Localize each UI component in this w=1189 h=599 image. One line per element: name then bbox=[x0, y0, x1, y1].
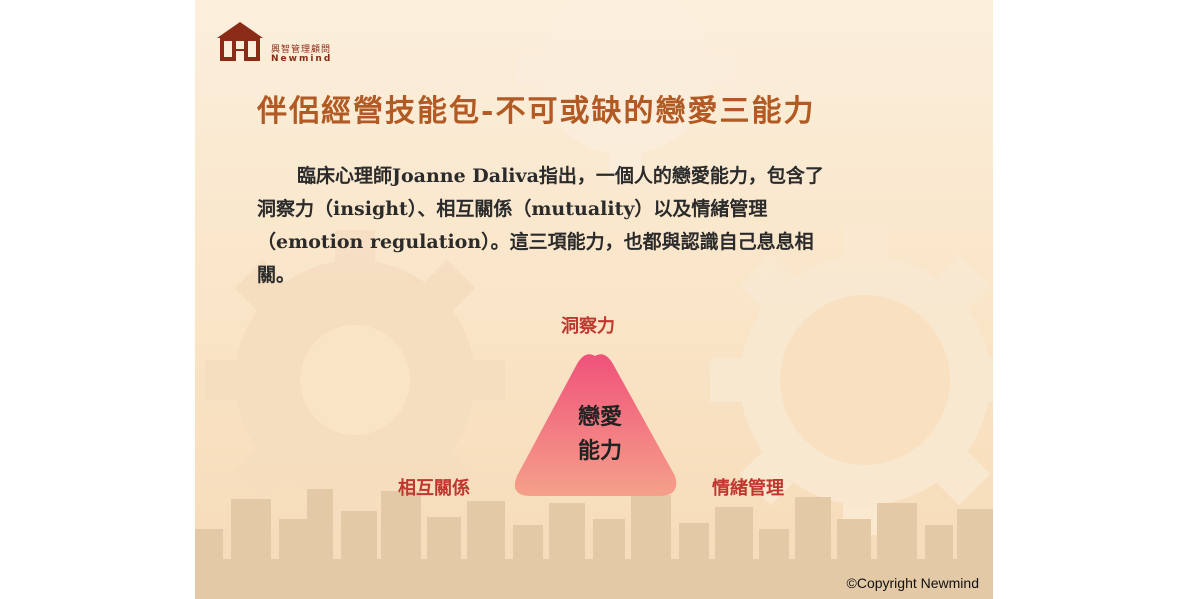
brand-name-en: Newmind bbox=[271, 54, 333, 64]
gear-top-decoration bbox=[515, 0, 735, 180]
gear-left-decoration bbox=[205, 230, 505, 530]
newmind-logo-icon bbox=[217, 22, 263, 61]
brand-name-cn: 興智管理顧問 bbox=[271, 45, 332, 55]
label-mutuality: 相互關係 bbox=[398, 478, 470, 499]
paragraph-line: 臨床心理師Joanne Daliva指出，一個人的戀愛能力，包含了 bbox=[297, 165, 824, 187]
paragraph-line: 洞察力（insight）、相互關係（mutuality）以及情緒管理 bbox=[257, 198, 768, 220]
paragraph-line: （emotion regulation）。這三項能力，也都與認識自己息息相 bbox=[257, 231, 814, 253]
copyright-notice: ©Copyright Newmind bbox=[846, 575, 979, 591]
label-emotion-regulation: 情緒管理 bbox=[712, 478, 784, 499]
slide: 興智管理顧問 Newmind 伴侶經營技能包-不可或缺的戀愛三能力 臨床心理師J… bbox=[195, 0, 993, 599]
label-insight: 洞察力 bbox=[561, 316, 615, 337]
center-line-2: 能力 bbox=[577, 438, 622, 464]
city-skyline-decoration bbox=[195, 489, 993, 599]
slide-title: 伴侶經營技能包-不可或缺的戀愛三能力 bbox=[257, 94, 816, 129]
center-line-1: 戀愛 bbox=[577, 404, 622, 430]
body-paragraph: 臨床心理師Joanne Daliva指出，一個人的戀愛能力，包含了 洞察力（in… bbox=[257, 160, 897, 292]
triangle-center-text: 戀愛 能力 bbox=[555, 400, 645, 468]
brand-logo: 興智管理顧問 Newmind bbox=[215, 20, 345, 66]
paragraph-line: 關。 bbox=[257, 264, 296, 286]
gear-right-decoration bbox=[710, 225, 993, 535]
love-ability-triangle bbox=[514, 354, 677, 496]
